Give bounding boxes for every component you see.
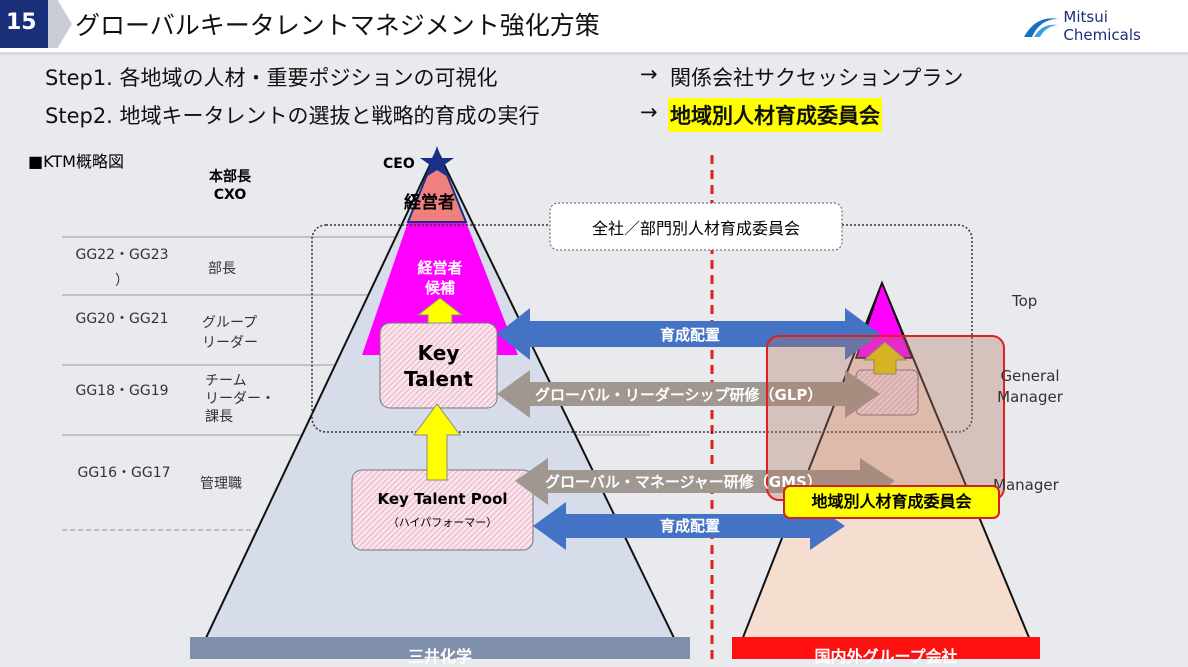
step1-label: Step1. 各地域の人材・重要ポジションの可視化 [45, 66, 498, 90]
step2-label: Step2. 地域キータレントの選抜と戦略的育成の実行 [45, 104, 540, 128]
arrow-label: 育成配置 [659, 326, 720, 344]
executive-label: 経営者 [404, 193, 455, 213]
grade-label: GG16・GG17 [77, 465, 171, 481]
logo-text: Mitsui Chemicals [1063, 8, 1141, 44]
executive-candidate-label: 経営者 候補 [417, 259, 463, 297]
executive-triangle [406, 147, 468, 223]
role-label: 部長 [208, 261, 236, 277]
role-label: 管理職 [200, 476, 242, 492]
double-arrow-gray [515, 458, 895, 505]
left-base-label: 三井化学 [407, 647, 472, 666]
executive-candidate-area [362, 222, 518, 355]
right-base-label: 国内外グループ会社 [814, 647, 958, 666]
committee-label: 全社／部門別人材育成委員会 [591, 219, 800, 238]
ceo-label: CEO [383, 156, 415, 172]
double-arrow-blue [497, 308, 880, 360]
slide-title: グローバルキータレントマネジメント強化方策 [75, 11, 600, 40]
grade-label: GG20・GG21 [75, 311, 169, 327]
regional-committee-badge: 地域別人材育成委員会 [783, 485, 1000, 519]
arrow-label: 育成配置 [659, 517, 720, 535]
slide-header [0, 0, 1188, 55]
arrow-label: グローバル・リーダーシップ研修（GLP） [535, 386, 823, 404]
diagram-heading: ■KTM概略図 [28, 152, 124, 171]
double-arrow-gray [497, 370, 880, 418]
role-label: グループ リーダー [202, 315, 258, 351]
company-logo: Mitsui Chemicals [1022, 8, 1188, 44]
left-base-bar [190, 637, 690, 659]
up-arrow-icon [413, 403, 461, 481]
key-talent-pool-sub: （ハイパフォーマー） [387, 516, 498, 529]
step2-result: 地域別人材育成委員会 [668, 98, 882, 132]
key-talent-label: Key Talent [404, 341, 473, 391]
double-arrow-blue [533, 502, 845, 550]
up-arrow-icon [416, 297, 464, 324]
level-label: General Manager [997, 367, 1063, 406]
right-base-bar [732, 637, 1040, 659]
wave-logo-icon [1024, 18, 1058, 37]
arrow-label: グローバル・マネージャー研修（GMS） [545, 473, 822, 491]
step2-arrow: → [640, 100, 658, 124]
up-arrow-icon [862, 341, 908, 375]
step1-arrow: → [640, 62, 658, 86]
level-label: Manager [993, 476, 1059, 494]
grade-label: GG18・GG19 [75, 383, 169, 399]
role-label: チーム リーダー・ 課長 [205, 373, 275, 425]
top-role: 本部長 CXO [209, 169, 251, 203]
grade-label: GG22・GG23 ） [75, 247, 169, 289]
step1-result: 関係会社サクセッションプラン [670, 66, 964, 90]
key-talent-pool-label: Key Talent Pool [377, 490, 508, 508]
level-label: Top [1012, 292, 1038, 310]
key-talent-pool-box [351, 469, 534, 551]
star-icon [420, 146, 454, 177]
